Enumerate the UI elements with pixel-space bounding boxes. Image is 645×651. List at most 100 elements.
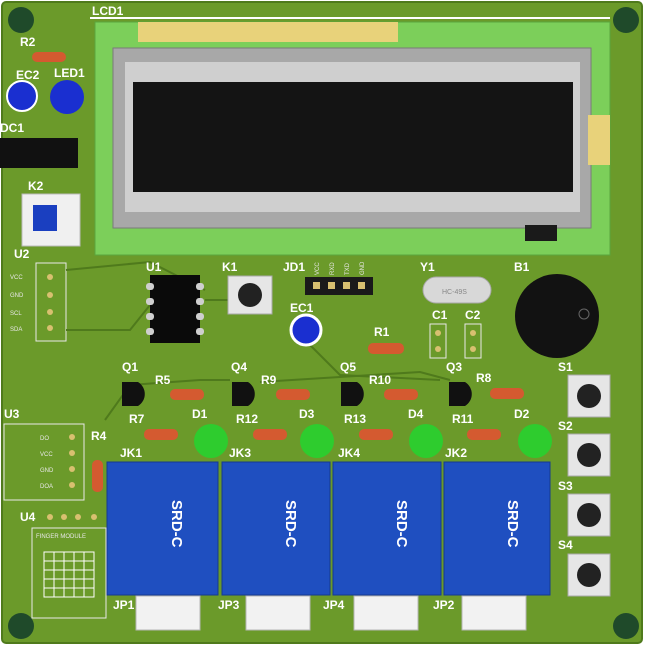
label-ec2: EC2 [16, 68, 40, 82]
button-s4-cap[interactable] [577, 563, 601, 587]
capacitor-ec2 [6, 80, 38, 112]
u2-pin-0: VCC [10, 275, 23, 281]
transistor-q4 [232, 382, 255, 406]
label-b1: B1 [514, 260, 530, 274]
resistor-r2 [32, 52, 66, 62]
u4-text: FINGER MODULE [36, 534, 86, 540]
u3-pad [69, 450, 75, 456]
label-k2: K2 [28, 179, 44, 193]
capacitor-c1 [429, 323, 447, 359]
lcd-header-pins [138, 22, 398, 42]
capacitor-c2 [464, 323, 482, 359]
button-s3-cap[interactable] [577, 503, 601, 527]
label-jd1: JD1 [283, 260, 305, 274]
label-jp2: JP2 [433, 598, 455, 612]
label-r11: R11 [452, 412, 474, 426]
label-jk4: JK4 [338, 446, 360, 460]
led-d2 [518, 424, 552, 458]
mounting-hole-tl [8, 7, 34, 33]
jd1-pin-2: TXD [345, 262, 351, 275]
label-k1: K1 [222, 260, 238, 274]
label-r13: R13 [344, 412, 366, 426]
u3-pin-2: GND [40, 468, 54, 474]
u2-pad [47, 292, 53, 298]
relay-jk3 [221, 461, 331, 596]
label-r8: R8 [476, 371, 492, 385]
u3-pin-0: DO [40, 436, 49, 442]
pad [435, 330, 441, 336]
header-jd1 [305, 277, 373, 295]
label-q1: Q1 [122, 360, 138, 374]
u2-pin-3: SDA [10, 327, 22, 333]
resistor-r12 [253, 429, 287, 440]
button-s2-cap[interactable] [577, 443, 601, 467]
button-k1-cap[interactable] [238, 283, 262, 307]
u2-pin-1: GND [10, 293, 24, 299]
connector-jp2 [461, 595, 527, 631]
label-jp1: JP1 [113, 598, 135, 612]
resistor-r7 [144, 429, 178, 440]
lcd-connector [525, 225, 557, 241]
resistor-r9 [276, 389, 310, 400]
lcd-module [94, 21, 611, 256]
jd1-pin-3: GND [360, 261, 366, 275]
buzzer-b1 [515, 274, 599, 358]
label-u2: U2 [14, 247, 30, 261]
label-jp4: JP4 [323, 598, 345, 612]
label-r1: R1 [374, 325, 390, 339]
u4-grid [43, 551, 95, 598]
transistor-q1 [122, 382, 145, 406]
resistor-r1 [368, 343, 404, 354]
connector-jp3 [245, 595, 311, 631]
relay-jk1-text: SRD-C [168, 500, 185, 548]
label-jk2: JK2 [445, 446, 467, 460]
u2-pin-labels: VCC GND SCL SDA [10, 275, 24, 333]
u3-pad [69, 482, 75, 488]
relay-jk1 [106, 461, 219, 596]
label-q4: Q4 [231, 360, 247, 374]
resistor-r11 [467, 429, 501, 440]
label-d1: D1 [192, 407, 208, 421]
label-jk1: JK1 [120, 446, 142, 460]
crystal-y1 [422, 276, 492, 304]
label-u4: U4 [20, 510, 36, 524]
label-c1: C1 [432, 308, 448, 322]
u3-pin-labels: DO VCC GND DOA [40, 436, 54, 490]
button-s1-cap[interactable] [577, 384, 601, 408]
dc-jack [0, 138, 78, 168]
jd1-pins [313, 282, 365, 289]
u2-pad [47, 274, 53, 280]
u2-outline [35, 262, 67, 342]
jd1-pin-0: VCC [315, 262, 321, 275]
u4-outline [31, 527, 107, 619]
connector-jp1 [135, 595, 201, 631]
relay-jk2-text: SRD-C [504, 500, 521, 548]
label-dc1: DC1 [0, 121, 24, 135]
led-d3 [300, 424, 334, 458]
label-jk3: JK3 [229, 446, 251, 460]
mounting-hole-br [613, 613, 639, 639]
u3-pad [69, 434, 75, 440]
label-q3: Q3 [446, 360, 462, 374]
label-r7: R7 [129, 412, 145, 426]
u2-pad [47, 309, 53, 315]
label-r10: R10 [369, 373, 391, 387]
u1-pins [146, 283, 204, 335]
relay-jk2 [443, 461, 551, 596]
u2-pin-2: SCL [10, 311, 22, 317]
jd1-pin-1: RXD [330, 262, 336, 275]
switch-k2-actuator[interactable] [33, 205, 57, 231]
pad [470, 346, 476, 352]
label-u1: U1 [146, 260, 162, 274]
resistor-r4 [92, 460, 103, 492]
pad [435, 346, 441, 352]
label-r9: R9 [261, 373, 277, 387]
u2-pad [47, 325, 53, 331]
transistor-q3 [449, 382, 472, 406]
label-r5: R5 [155, 373, 171, 387]
label-d4: D4 [408, 407, 424, 421]
buzzer-polarity-mark [578, 308, 590, 320]
lcd-backlight-tab [588, 115, 610, 165]
label-q5: Q5 [340, 360, 356, 374]
